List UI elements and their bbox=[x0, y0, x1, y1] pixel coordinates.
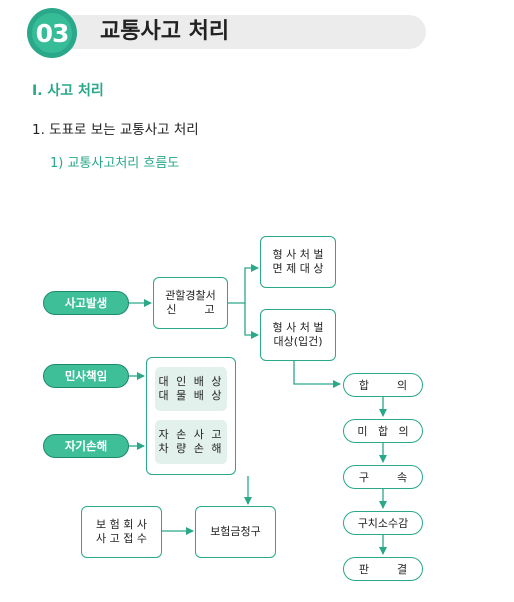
chapter-number: 03 bbox=[32, 13, 72, 53]
target-line-1: 형 사 처 벌 bbox=[272, 321, 324, 334]
police-report-box: 관할경찰서 신 고 bbox=[153, 277, 228, 329]
claim-box: 보험금청구 bbox=[195, 506, 276, 558]
insurer-line-2: 사 고 접 수 bbox=[96, 532, 147, 545]
person-line-1: 대 인 배 상 bbox=[158, 375, 224, 388]
exempt-line-1: 형 사 처 벌 bbox=[272, 248, 324, 261]
section-heading: Ⅰ. 사고 처리 bbox=[32, 83, 104, 99]
exempt-box: 형 사 처 벌 면 제 대 상 bbox=[260, 236, 336, 288]
insurer-box: 보 험 회 사 사 고 접 수 bbox=[81, 506, 162, 558]
flowchart-heading: 1) 교통사고처리 흐름도 bbox=[50, 156, 180, 171]
accident-pill: 사고발생 bbox=[43, 291, 129, 315]
self-vehicle-box: 자 손 사 고 차 량 손 해 bbox=[155, 420, 227, 464]
prosecution-box: 형 사 처 벌 대상(입건) bbox=[260, 309, 336, 361]
step-arrest: 구 속 bbox=[343, 465, 423, 489]
chapter-badge: 03 bbox=[27, 8, 77, 58]
selfdmg-line-2: 차 량 손 해 bbox=[158, 442, 224, 455]
police-line-2: 신 고 bbox=[166, 303, 215, 316]
police-line-1: 관할경찰서 bbox=[165, 289, 216, 302]
selfdmg-line-1: 자 손 사 고 bbox=[158, 428, 224, 441]
page-title: 교통사고 처리 bbox=[100, 19, 230, 44]
subsection-heading: 1. 도표로 보는 교통사고 처리 bbox=[32, 122, 199, 138]
step-detention: 구치소수감 bbox=[343, 511, 423, 535]
insurer-line-1: 보 험 회 사 bbox=[96, 518, 147, 531]
step-no-agreement: 미 합 의 bbox=[343, 419, 423, 443]
target-line-2: 대상(입건) bbox=[273, 335, 323, 348]
step-judgment: 판 결 bbox=[343, 557, 423, 581]
person-line-2: 대 물 배 상 bbox=[158, 389, 224, 402]
personal-property-box: 대 인 배 상 대 물 배 상 bbox=[155, 367, 227, 411]
civil-liability-pill: 민사책임 bbox=[43, 364, 129, 388]
arrow-police-target bbox=[244, 303, 259, 339]
arrow-police-exempt bbox=[228, 264, 259, 304]
claim-label: 보험금청구 bbox=[210, 525, 261, 538]
self-damage-pill: 자기손해 bbox=[43, 434, 129, 458]
exempt-line-2: 면 제 대 상 bbox=[272, 262, 324, 275]
header-bar bbox=[44, 15, 426, 49]
step-agreement: 합 의 bbox=[343, 373, 423, 397]
arrow-target-agreement bbox=[293, 360, 341, 388]
